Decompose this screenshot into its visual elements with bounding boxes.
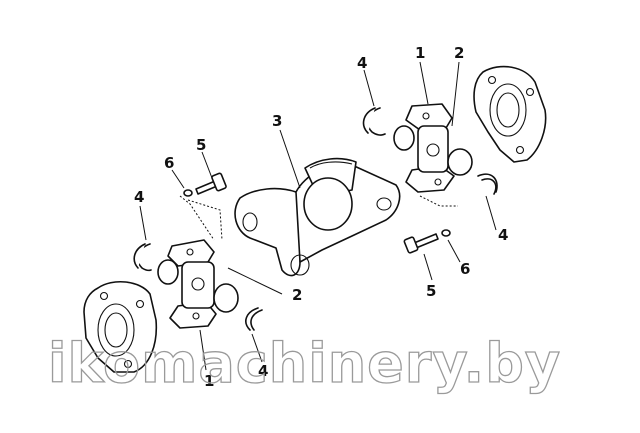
snap-ring-top bbox=[362, 107, 386, 136]
callout-6-top: 6 bbox=[164, 154, 174, 172]
leader-lines bbox=[139, 61, 497, 371]
callout-4-left: 4 bbox=[134, 188, 144, 206]
callout-1-top: 1 bbox=[415, 44, 425, 62]
spider-bearing-bottom-left bbox=[157, 239, 239, 329]
callout-labels: 1 2 4 3 5 6 4 2 4 6 5 1 4 bbox=[134, 44, 508, 390]
callout-4-bottom: 4 bbox=[258, 362, 268, 380]
snap-ring-left bbox=[133, 243, 152, 272]
snap-ring-right bbox=[477, 173, 498, 195]
center-yoke-shaft bbox=[234, 157, 401, 277]
callout-3: 3 bbox=[272, 112, 282, 130]
callout-2-top: 2 bbox=[454, 44, 464, 62]
callout-4-top: 4 bbox=[357, 54, 367, 72]
callout-6-bottom: 6 bbox=[460, 260, 470, 278]
bolt-washer-bottom bbox=[403, 229, 451, 254]
callout-5-bottom: 5 bbox=[426, 282, 436, 300]
watermark-text: ikomachinery.by bbox=[48, 332, 561, 395]
flange-yoke-top-right bbox=[473, 65, 547, 163]
bolt-washer-top bbox=[183, 172, 227, 197]
spider-bearing-top-right bbox=[393, 103, 473, 193]
callout-4-right: 4 bbox=[498, 226, 508, 244]
callout-2-mid: 2 bbox=[292, 286, 302, 304]
callout-5-top: 5 bbox=[196, 136, 206, 154]
callout-1-bottom: 1 bbox=[204, 372, 214, 390]
snap-ring-bottom bbox=[245, 307, 263, 331]
flange-yoke-bottom-left bbox=[83, 281, 158, 373]
